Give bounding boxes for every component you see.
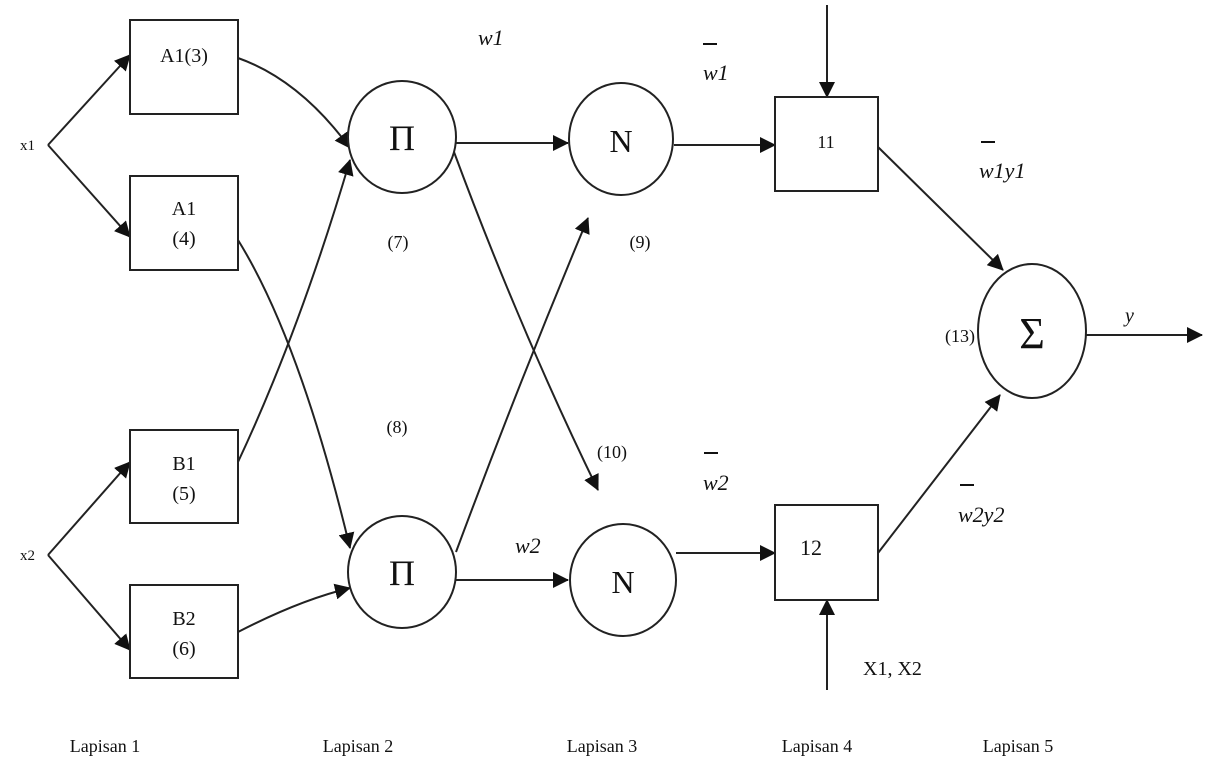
layer-4-label: Lapisan 4 bbox=[782, 736, 852, 756]
pi-8-id: (8) bbox=[387, 417, 408, 438]
sigma-symbol: Σ bbox=[1019, 309, 1045, 358]
layer-2-label: Lapisan 2 bbox=[323, 736, 393, 756]
node-b2-6-id: (6) bbox=[172, 638, 195, 660]
node-12 bbox=[774, 504, 879, 601]
w1-label: w1 bbox=[478, 25, 504, 50]
edge-b15-pi7 bbox=[237, 159, 354, 463]
edge-11-sigma bbox=[877, 146, 1004, 271]
node-sigma-13 bbox=[977, 263, 1087, 399]
node-a1-4-label: A1 bbox=[172, 198, 196, 220]
edges bbox=[47, 5, 1203, 690]
node-n-9 bbox=[568, 82, 674, 196]
n-9-symbol: N bbox=[609, 123, 632, 159]
pi-8-symbol: Π bbox=[389, 553, 415, 593]
node-11-label: 11 bbox=[817, 132, 834, 152]
w2-label: w2 bbox=[515, 533, 541, 558]
node-b1-5 bbox=[129, 429, 239, 524]
output-y-label: y bbox=[1123, 305, 1134, 327]
node-b2-6 bbox=[129, 584, 239, 679]
n-9-id: (9) bbox=[630, 232, 651, 253]
node-a1-4-id: (4) bbox=[172, 228, 195, 250]
consequent-inputs-label: X1, X2 bbox=[863, 658, 922, 680]
edge-x2-b2 bbox=[47, 554, 131, 651]
pi-7-symbol: Π bbox=[389, 118, 415, 158]
edge-a13-pi7 bbox=[237, 57, 351, 149]
node-b2-6-label: B2 bbox=[172, 608, 195, 630]
n-10-symbol: N bbox=[611, 564, 634, 600]
w2bar-label: w2 bbox=[703, 470, 729, 495]
layer-5-label: Lapisan 5 bbox=[983, 736, 1053, 756]
edge-x1-a1-3 bbox=[47, 54, 131, 146]
edge-b26-pi8 bbox=[237, 583, 351, 633]
node-a1-4 bbox=[129, 175, 239, 271]
node-a1-3-label: A1(3) bbox=[160, 45, 208, 67]
edge-a14-pi8 bbox=[237, 239, 355, 549]
edge-pi8-n9 bbox=[455, 217, 590, 553]
layer-3-label: Lapisan 3 bbox=[567, 736, 637, 756]
pi-7-id: (7) bbox=[388, 232, 409, 253]
input-x2-label: x2 bbox=[20, 548, 35, 564]
w1y1-label: w1y1 bbox=[979, 158, 1025, 183]
edge-x1-a1-4 bbox=[47, 144, 131, 238]
node-b1-5-id: (5) bbox=[172, 483, 195, 505]
sigma-id: (13) bbox=[945, 326, 975, 347]
node-b1-5-label: B1 bbox=[172, 453, 195, 475]
input-x1-label: x1 bbox=[20, 138, 35, 154]
w2y2-label: w2y2 bbox=[958, 502, 1004, 527]
node-12-label: 12 bbox=[800, 535, 822, 560]
layer-1-label: Lapisan 1 bbox=[70, 736, 140, 756]
node-11 bbox=[774, 96, 879, 192]
node-a1-3 bbox=[129, 19, 239, 115]
edge-12-sigma bbox=[877, 394, 1001, 554]
n-10-id: (10) bbox=[597, 442, 627, 463]
node-n-10 bbox=[569, 523, 677, 637]
edge-x2-b1 bbox=[47, 461, 131, 556]
node-pi-7 bbox=[347, 80, 457, 194]
node-pi-8 bbox=[347, 515, 457, 629]
w1bar-label: w1 bbox=[703, 60, 729, 85]
edge-pi7-n10 bbox=[453, 151, 599, 491]
